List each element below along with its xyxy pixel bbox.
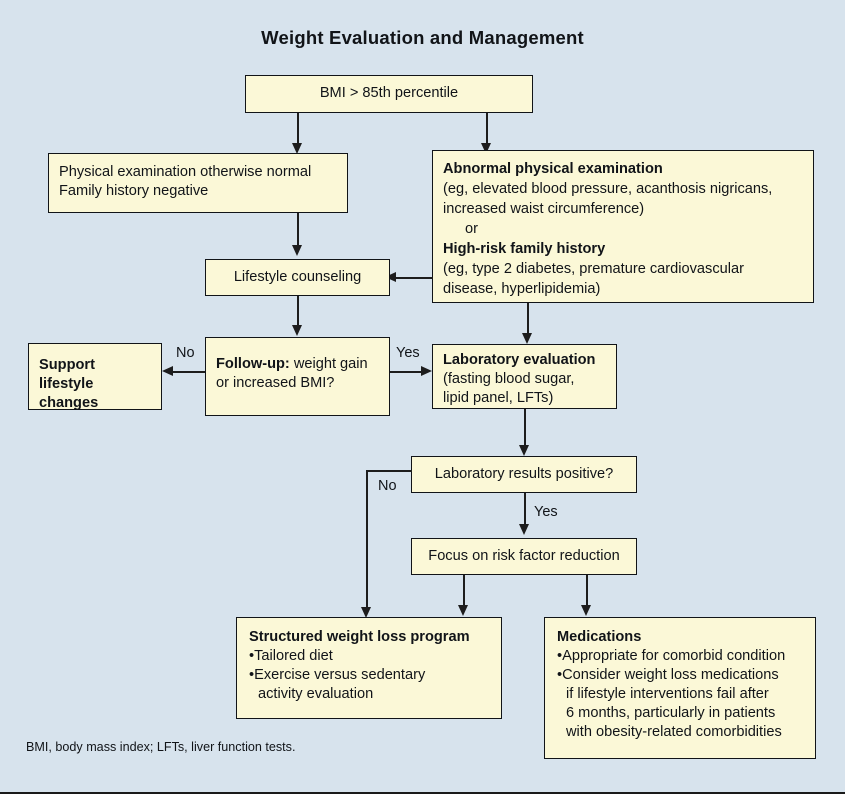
node-structured-heading: Structured weight loss program	[249, 629, 470, 645]
node-abnormal-exam-connector: or	[465, 221, 478, 237]
connector-abnormal-exam-to-lab-eval	[527, 303, 529, 336]
connector-followup-to-lab-eval	[390, 371, 422, 373]
connector-focus-to-medications	[586, 575, 588, 607]
node-medications-bullet2-cont3: with obesity-related comorbidities	[566, 724, 782, 740]
node-abnormal-exam: Abnormal physical examination (eg, eleva…	[432, 150, 814, 303]
node-followup-bold: Follow-up:	[216, 356, 290, 372]
edge-label-followup-no: No	[176, 345, 195, 361]
node-focus-risk-reduction-label: Focus on risk factor reduction	[428, 548, 620, 564]
edge-label-lab-yes: Yes	[534, 504, 558, 520]
node-abnormal-exam-detail2b: disease, hyperlipidemia)	[443, 281, 601, 297]
node-followup-line2: or increased BMI?	[216, 375, 335, 391]
node-bmi: BMI > 85th percentile	[245, 75, 533, 113]
node-support-lifestyle: Support lifestyle changes	[28, 343, 162, 411]
node-bmi-label: BMI > 85th percentile	[319, 85, 459, 101]
node-structured-bullet2: •Exercise versus sedentary	[249, 667, 426, 683]
node-medications-bullet1: •Appropriate for comorbid condition	[557, 648, 786, 664]
connector-lab-results-to-focus	[524, 493, 526, 526]
edge-label-lab-no: No	[378, 478, 397, 494]
connector-normal-exam-to-lifestyle	[297, 213, 299, 248]
node-laboratory-evaluation-detail2: lipid panel, LFTs)	[443, 390, 554, 406]
node-lifestyle-counseling-label: Lifestyle counseling	[233, 269, 362, 285]
node-structured-weight-loss: Structured weight loss program •Tailored…	[236, 617, 502, 719]
node-medications-bullet2-cont2: 6 months, particularly in patients	[566, 705, 776, 721]
node-laboratory-evaluation: Laboratory evaluation (fasting blood sug…	[432, 344, 617, 409]
node-lifestyle-counseling: Lifestyle counseling	[205, 259, 390, 296]
arrowhead-abnormal-exam-to-lifestyle	[385, 272, 396, 283]
node-structured-bullet2-cont: activity evaluation	[258, 686, 374, 702]
connector-lab-results-no-vertical	[366, 470, 368, 610]
node-medications-heading: Medications	[557, 629, 642, 645]
arrowhead-bmi-to-normal-exam	[292, 143, 303, 154]
connector-bmi-to-abnormal-exam	[486, 113, 488, 146]
node-medications: Medications •Appropriate for comorbid co…	[544, 617, 816, 759]
node-laboratory-results: Laboratory results positive?	[411, 456, 637, 493]
node-medications-bullet2-cont1: if lifestyle interventions fail after	[566, 686, 769, 702]
arrowhead-focus-to-medications	[581, 605, 592, 616]
connector-focus-to-structured	[463, 575, 465, 607]
node-abnormal-exam-detail1b: increased waist circumference)	[443, 201, 645, 217]
connector-followup-to-support	[170, 371, 205, 373]
connector-lifestyle-to-followup	[297, 296, 299, 328]
footnote-abbreviations: BMI, body mass index; LFTs, liver functi…	[26, 740, 296, 754]
node-laboratory-evaluation-detail1: (fasting blood sugar,	[443, 371, 575, 387]
arrowhead-lab-eval-to-lab-results	[519, 445, 530, 456]
page-title: Weight Evaluation and Management	[261, 27, 584, 48]
arrowhead-bmi-to-abnormal-exam	[481, 143, 492, 154]
node-normal-exam-line2: Family history negative	[59, 183, 209, 199]
arrowhead-abnormal-exam-to-lab-eval	[522, 333, 533, 344]
node-support-lifestyle-line1: Support lifestyle	[39, 357, 95, 392]
node-laboratory-results-label: Laboratory results positive?	[434, 466, 614, 482]
node-normal-exam: Physical examination otherwise normal Fa…	[48, 153, 348, 213]
arrowhead-normal-exam-to-lifestyle	[292, 245, 303, 256]
arrowhead-lab-results-to-focus	[519, 524, 530, 535]
arrowhead-followup-to-lab-eval	[421, 366, 432, 377]
edge-label-followup-yes: Yes	[396, 345, 420, 361]
node-abnormal-exam-heading1: Abnormal physical examination	[443, 161, 663, 177]
arrowhead-lab-results-no	[361, 607, 372, 618]
node-abnormal-exam-detail1a: (eg, elevated blood pressure, acanthosis…	[443, 181, 773, 197]
node-focus-risk-reduction: Focus on risk factor reduction	[411, 538, 637, 575]
node-followup: Follow-up: weight gain or increased BMI?	[205, 337, 390, 416]
node-normal-exam-line1: Physical examination otherwise normal	[59, 164, 312, 180]
node-support-lifestyle-line2: changes	[39, 395, 99, 411]
node-abnormal-exam-heading2: High-risk family history	[443, 241, 606, 257]
node-medications-bullet2: •Consider weight loss medications	[557, 667, 779, 683]
connector-bmi-to-normal-exam	[297, 113, 299, 146]
connector-lab-results-no-horizontal	[366, 470, 412, 472]
connector-lab-eval-to-lab-results	[524, 409, 526, 447]
node-laboratory-evaluation-heading: Laboratory evaluation	[443, 352, 596, 368]
arrowhead-lifestyle-to-followup	[292, 325, 303, 336]
node-abnormal-exam-detail2a: (eg, type 2 diabetes, premature cardiova…	[443, 261, 744, 277]
arrowhead-focus-to-structured	[458, 605, 469, 616]
node-followup-rest: weight gain	[289, 356, 368, 372]
node-structured-bullet1: •Tailored diet	[249, 648, 333, 664]
connector-abnormal-exam-to-lifestyle	[393, 277, 433, 279]
arrowhead-followup-to-support	[162, 366, 173, 377]
